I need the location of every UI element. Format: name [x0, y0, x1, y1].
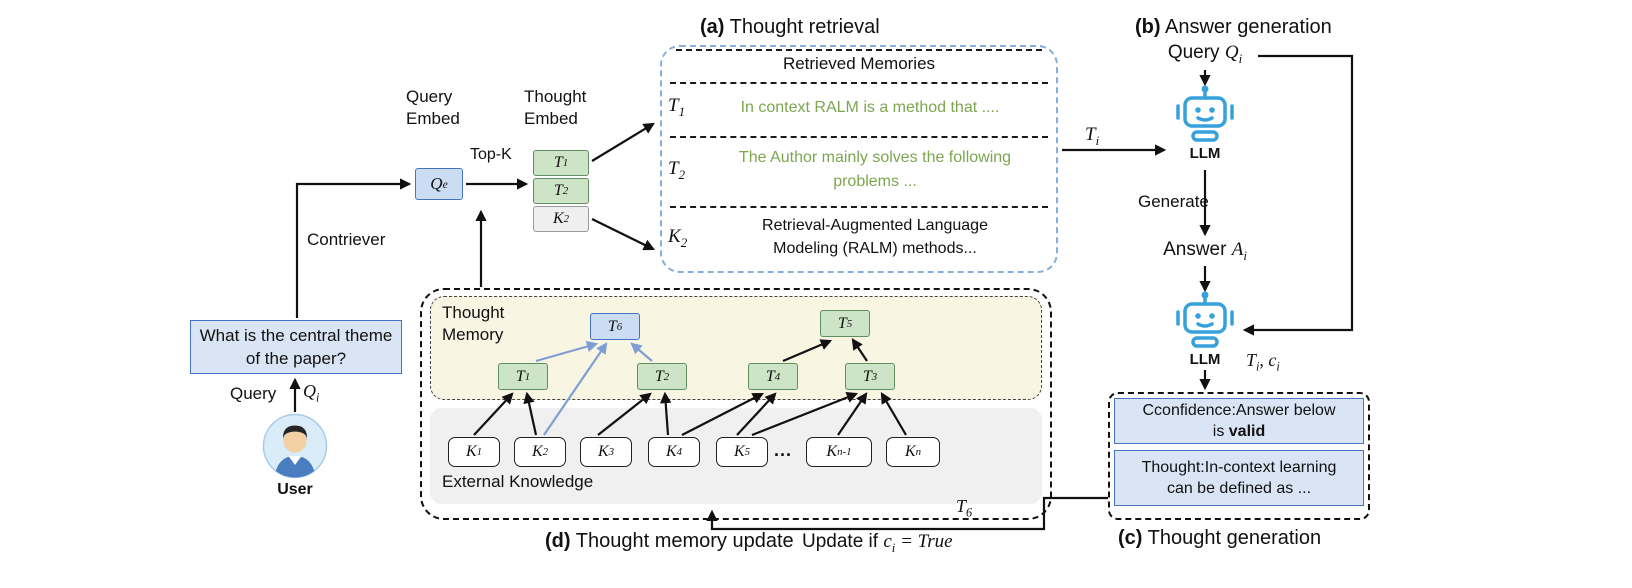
contriever-label: Contriever	[307, 230, 386, 249]
knowledge-ellipsis: ...	[774, 440, 793, 460]
generate-label: Generate	[1138, 192, 1209, 211]
llm2-label: LLM	[1189, 351, 1221, 368]
section-c-title: (c) Thought generation	[1118, 527, 1321, 550]
t6-update-label: T6	[956, 496, 973, 520]
section-b-title: (b) Answer generation	[1135, 16, 1332, 39]
arrow-stack-to-memories-bottom	[591, 218, 656, 251]
robot-icon	[1176, 291, 1234, 348]
answer-label: Answer Ai	[1125, 239, 1285, 264]
retrieved-row2-label: T2	[668, 158, 686, 182]
answer-word: Answer	[1163, 239, 1227, 260]
section-d-text: Thought memory update	[570, 530, 794, 552]
retrieved-divider-1	[670, 82, 1048, 84]
update-condition-label: Update if ci = True	[802, 531, 953, 556]
llm2: LLM	[1173, 290, 1237, 368]
retrieved-row1-label: T1	[668, 95, 686, 119]
retrieved-divider-3	[670, 206, 1048, 208]
user-qi-label: Qi	[303, 381, 320, 405]
llm1-label: LLM	[1189, 145, 1221, 162]
section-a-title: (a) Thought retrieval	[700, 16, 880, 39]
section-b-tag: (b)	[1135, 16, 1161, 38]
user-avatar-icon	[262, 413, 328, 479]
ti-ci-label: Ti, ci	[1246, 350, 1280, 374]
user-query-label: Query	[230, 384, 277, 403]
retrieved-row3-text: Retrieval-Augmented Language Modeling (R…	[762, 217, 988, 257]
topk-label: Top-K	[470, 146, 512, 163]
retrieved-memories-header: Retrieved Memories	[782, 54, 936, 73]
answer-query-word: Query	[1167, 42, 1220, 63]
retrieved-row2-text: The Author mainly solves the following p…	[738, 149, 1012, 190]
user-question-text: What is the central theme of the paper?	[199, 326, 393, 368]
section-c-text: Thought generation	[1142, 527, 1322, 549]
arrow-contriever	[295, 178, 412, 318]
llm1: LLM	[1173, 84, 1237, 162]
retrieved-divider-2	[670, 136, 1048, 138]
arrow-query-loop-to-llm2	[1242, 54, 1354, 336]
user-question-box: What is the central theme of the paper?	[190, 320, 402, 374]
update-cond-math: ci = True	[883, 531, 953, 555]
retrieved-row1-text: In context RALM is a method that ....	[740, 99, 1000, 116]
robot-icon	[1176, 85, 1234, 142]
answer-ai: Ai	[1231, 239, 1247, 263]
section-c-tag: (c)	[1118, 527, 1143, 549]
section-d-tag: (d)	[545, 530, 571, 552]
section-d-title: (d) Thought memory update	[545, 530, 794, 553]
external-knowledge-label: External Knowledge	[442, 472, 594, 491]
arrow-stack-to-memories-top	[591, 122, 655, 162]
retrieved-row3-label: K2	[668, 226, 688, 250]
section-a-text: Thought retrieval	[724, 16, 880, 38]
answer-query-qi: Qi	[1224, 42, 1243, 66]
update-prefix: Update if	[802, 531, 884, 552]
ti-label: Ti	[1085, 124, 1100, 148]
answer-query-label: Query Qi	[1125, 42, 1285, 67]
user-avatar	[262, 413, 328, 484]
retrieved-divider-top	[676, 49, 1042, 51]
section-a-tag: (a)	[700, 16, 725, 38]
section-b-text: Answer generation	[1160, 16, 1332, 38]
user-name-label: User	[277, 481, 313, 498]
